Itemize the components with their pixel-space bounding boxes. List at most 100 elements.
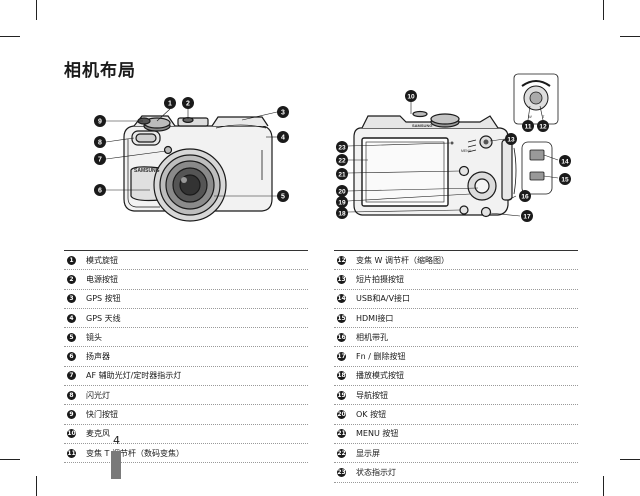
legend-number: 1 [67, 255, 76, 265]
legend-text: 扬声器 [86, 352, 110, 362]
legend-text: AF 辅助光灯/定时器指示灯 [86, 371, 182, 381]
svg-text:17: 17 [523, 214, 531, 221]
svg-text:21: 21 [338, 172, 346, 179]
legend-number: 12 [337, 255, 346, 265]
callout-5: 5 [277, 190, 289, 202]
legend-number: 6 [67, 352, 76, 362]
svg-text:19: 19 [338, 200, 346, 207]
callout-3: 3 [277, 106, 289, 118]
svg-text:16: 16 [521, 194, 529, 201]
crop-mark [620, 36, 640, 37]
crop-mark [0, 36, 20, 37]
callout-23: 23 [336, 141, 348, 153]
legend-text: HDMI接口 [356, 313, 394, 323]
callouts-back: 10 11 12 23 22 21 20 19 18 13 14 15 16 1… [336, 90, 571, 222]
zoom-lever-detail [513, 73, 559, 125]
callout-9: 9 [94, 115, 106, 127]
callout-15: 15 [559, 173, 571, 185]
legend-number: 13 [337, 274, 346, 284]
crop-mark [620, 459, 640, 460]
svg-text:6: 6 [98, 188, 102, 195]
brand-text-back: SAMSUNG [412, 123, 432, 128]
legend-text: 显示屏 [356, 448, 380, 458]
camera-back-view [353, 110, 513, 218]
svg-text:23: 23 [338, 145, 346, 152]
legend-text: 模式旋钮 [86, 255, 118, 265]
legend-text: 电源按钮 [86, 274, 118, 284]
zoom-label-t: T [542, 114, 545, 119]
callouts-front: 9 1 2 3 8 4 7 6 5 [94, 97, 289, 202]
crop-mark [603, 476, 604, 496]
legend-text: 短片拍摄按钮 [356, 274, 404, 284]
legend-number: 5 [67, 332, 76, 342]
callout-16: 16 [519, 190, 531, 202]
legend-number: 7 [67, 371, 76, 381]
legend-text: 镜头 [86, 332, 102, 342]
legend-row: 22 显示屏 [334, 444, 578, 464]
ports-detail [513, 141, 553, 195]
svg-text:12: 12 [539, 124, 547, 131]
legend-number: 15 [337, 313, 346, 323]
callout-18: 18 [336, 207, 348, 219]
legend-row: 11 变焦 T 调节杆（数码变焦） [64, 444, 308, 464]
legend-number: 17 [337, 352, 346, 362]
leader-lines-back [347, 102, 559, 217]
svg-text:7: 7 [98, 157, 102, 164]
legend-row: 21 MENU 按钮 [334, 425, 578, 444]
legend-number: 19 [337, 390, 346, 400]
legend-text: 相机带孔 [356, 332, 388, 342]
callout-2: 2 [182, 97, 194, 109]
page-tab-marker [111, 451, 121, 479]
camera-front-view [123, 115, 273, 222]
legend-number: 4 [67, 313, 76, 323]
crop-mark [36, 476, 37, 496]
svg-text:15: 15 [561, 177, 569, 184]
legend-text: MENU 按钮 [356, 429, 399, 439]
legend-divider [64, 250, 308, 251]
legend-number: 21 [337, 429, 346, 439]
zoom-label-w: W [528, 114, 532, 119]
legend-text: GPS 按钮 [86, 294, 121, 304]
legend-number: 22 [337, 448, 346, 458]
svg-text:3: 3 [281, 110, 285, 117]
legend-row: 1 模式旋钮 [64, 251, 308, 271]
legend-number: 11 [67, 448, 76, 458]
legend-number: 14 [337, 294, 346, 304]
legend-text: 快门按钮 [86, 410, 118, 420]
callout-7: 7 [94, 153, 106, 165]
svg-text:1: 1 [168, 101, 172, 108]
callout-22: 22 [336, 154, 348, 166]
callout-1: 1 [164, 97, 176, 109]
legend-row: 7 AF 辅助光灯/定时器指示灯 [64, 367, 308, 387]
callout-8: 8 [94, 136, 106, 148]
legend-number: 8 [67, 390, 76, 400]
svg-text:4: 4 [281, 135, 285, 142]
crop-mark [36, 0, 37, 20]
callout-13: 13 [505, 133, 517, 145]
legend-row: 13 短片拍摄按钮 [334, 270, 578, 290]
legend-text: Fn / 删除按钮 [356, 352, 406, 362]
callout-6: 6 [94, 184, 106, 196]
svg-text:11: 11 [525, 124, 532, 131]
legend-text: 变焦 T 调节杆（数码变焦） [86, 448, 184, 458]
svg-text:22: 22 [338, 158, 346, 165]
svg-text:18: 18 [338, 211, 346, 218]
legend-text: 播放模式按钮 [356, 371, 404, 381]
callout-11: 11 [522, 120, 534, 132]
brand-text: SAMSUNG [134, 168, 160, 174]
callout-19: 19 [336, 196, 348, 208]
